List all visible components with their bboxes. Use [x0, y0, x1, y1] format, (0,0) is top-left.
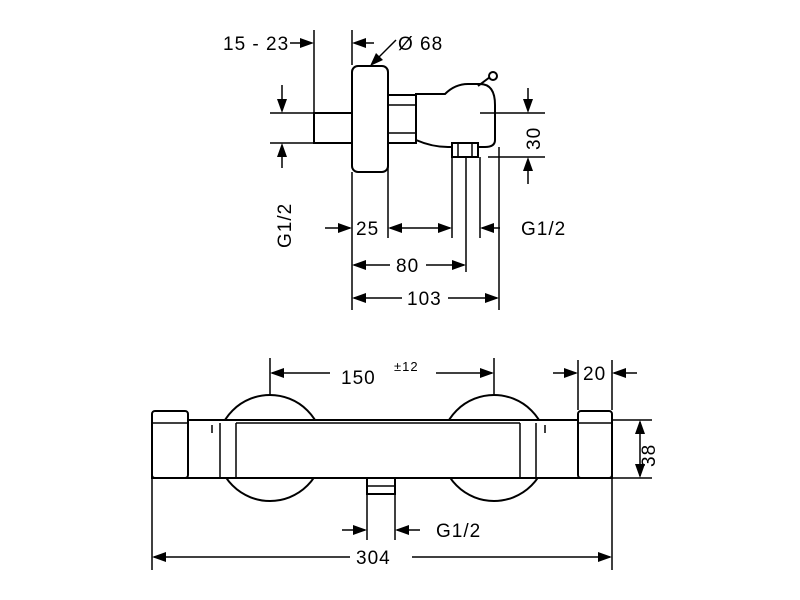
- dim-80-label: 80: [396, 256, 419, 277]
- dim-thread-left-label: G1/2: [275, 203, 296, 248]
- left-handle: [151, 410, 189, 479]
- outlet-nut: [451, 142, 479, 158]
- dim-38-label: 38: [639, 444, 660, 467]
- front-view: 150 ±12 20 38 G1/2 304: [151, 358, 660, 570]
- dim-103-label: 103: [407, 289, 442, 310]
- dim-front-thread-label: G1/2: [436, 521, 481, 542]
- dim-30-label: 30: [524, 127, 545, 150]
- mixer-body: [415, 83, 496, 148]
- connection-nut: [387, 94, 417, 144]
- dim-wall-depth-label: 15 - 23: [223, 34, 289, 55]
- wall-connection: [313, 112, 355, 144]
- dim-center-tolerance-label: ±12: [394, 359, 419, 374]
- thermostat-bar: [151, 419, 613, 479]
- dim-25-label: 25: [356, 219, 379, 240]
- dim-center-distance-label: 150: [341, 368, 376, 389]
- dim-20-label: 20: [583, 364, 606, 385]
- right-handle: [577, 410, 613, 479]
- dim-thread-outlet-label: G1/2: [521, 219, 566, 240]
- dim-overall-length-label: 304: [356, 548, 391, 569]
- dim-diameter-label: Ø 68: [398, 34, 443, 55]
- side-view: 15 - 23 Ø 68 G1/2 30: [223, 30, 566, 310]
- escutcheon-flange: [351, 65, 389, 173]
